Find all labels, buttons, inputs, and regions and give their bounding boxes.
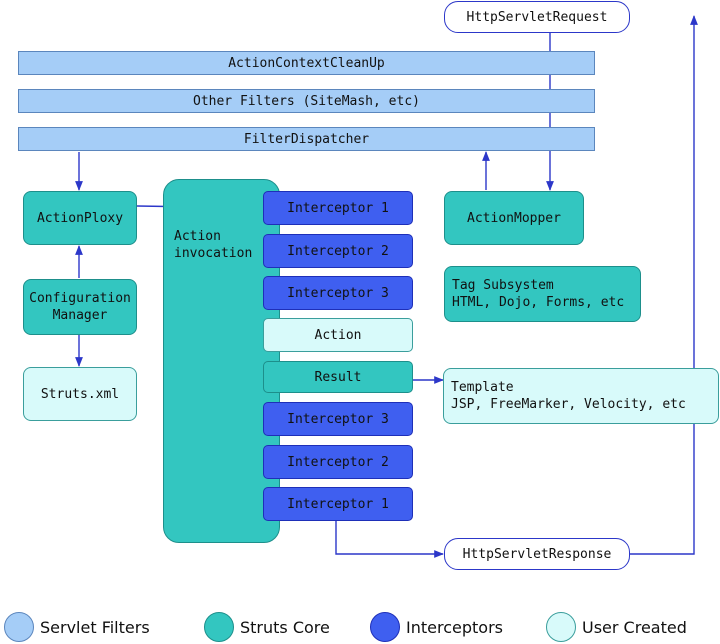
interceptor-label: Interceptor 1 — [287, 496, 389, 512]
struts-xml-box: Struts.xml — [23, 367, 137, 421]
legend-item-interceptors: Interceptors — [370, 610, 503, 644]
legend-swatch — [4, 612, 34, 642]
filter-dispatcher-label: FilterDispatcher — [243, 131, 370, 147]
action-label: Action — [314, 327, 362, 343]
http-servlet-response-box: HttpServletResponse — [444, 538, 630, 570]
http-servlet-response-label: HttpServletResponse — [462, 546, 612, 562]
action-invocation-container: Action invocation — [163, 179, 280, 543]
other-filters-filter: Other Filters (SiteMash, etc) — [18, 89, 595, 113]
result-box: Result — [263, 361, 413, 393]
tag-subsystem-label: Tag Subsystem HTML, Dojo, Forms, etc — [452, 278, 625, 310]
interceptor-backward-2: Interceptor 2 — [263, 445, 413, 479]
interceptor-label: Interceptor 2 — [287, 454, 389, 470]
action-context-cleanup-label: ActionContextCleanUp — [228, 55, 385, 71]
other-filters-label: Other Filters (SiteMash, etc) — [193, 93, 420, 109]
tag-subsystem-box: Tag Subsystem HTML, Dojo, Forms, etc — [444, 266, 641, 322]
legend-label: Struts Core — [240, 617, 330, 637]
template-label: Template JSP, FreeMarker, Velocity, etc — [451, 380, 686, 412]
struts-xml-label: Struts.xml — [40, 386, 120, 402]
interceptor-label: Interceptor 3 — [287, 411, 389, 427]
action-invocation-label: Action invocation — [174, 229, 253, 261]
interceptor-backward-3: Interceptor 3 — [263, 402, 413, 436]
response-up-arrow — [630, 15, 698, 555]
legend-swatch — [370, 612, 400, 642]
interceptor-forward-2: Interceptor 2 — [263, 234, 413, 268]
action-mopper-box: ActionMopper — [444, 191, 584, 245]
interceptor-label: Interceptor 3 — [287, 285, 389, 301]
interceptor-to-response-arrow — [335, 520, 444, 558]
filter-dispatcher-filter: FilterDispatcher — [18, 127, 595, 151]
interceptor-label: Interceptor 2 — [287, 243, 389, 259]
legend-item-struts-core: Struts Core — [204, 610, 330, 644]
result-label: Result — [314, 369, 362, 385]
interceptor-forward-1: Interceptor 1 — [263, 191, 413, 225]
template-box: Template JSP, FreeMarker, Velocity, etc — [443, 368, 719, 424]
interceptor-label: Interceptor 1 — [287, 200, 389, 216]
legend-label: Interceptors — [406, 617, 503, 637]
action-ploxy-label: ActionPloxy — [36, 210, 124, 226]
http-servlet-request-label: HttpServletRequest — [466, 9, 608, 25]
legend-item-servlet-filters: Servlet Filters — [4, 610, 150, 644]
legend-label: Servlet Filters — [40, 617, 150, 637]
configuration-manager-label: Configuration Manager — [29, 291, 131, 323]
http-servlet-request-box: HttpServletRequest — [444, 1, 630, 33]
legend-label: User Created — [582, 617, 687, 637]
legend-item-user-created: User Created — [546, 610, 687, 644]
interceptor-forward-3: Interceptor 3 — [263, 276, 413, 310]
interceptor-backward-1: Interceptor 1 — [263, 487, 413, 521]
action-ploxy-box: ActionPloxy — [23, 191, 137, 245]
action-box: Action — [263, 318, 413, 352]
legend-swatch — [546, 612, 576, 642]
action-context-cleanup-filter: ActionContextCleanUp — [18, 51, 595, 75]
configuration-manager-box: Configuration Manager — [23, 279, 137, 335]
legend-swatch — [204, 612, 234, 642]
action-mopper-label: ActionMopper — [467, 210, 561, 226]
